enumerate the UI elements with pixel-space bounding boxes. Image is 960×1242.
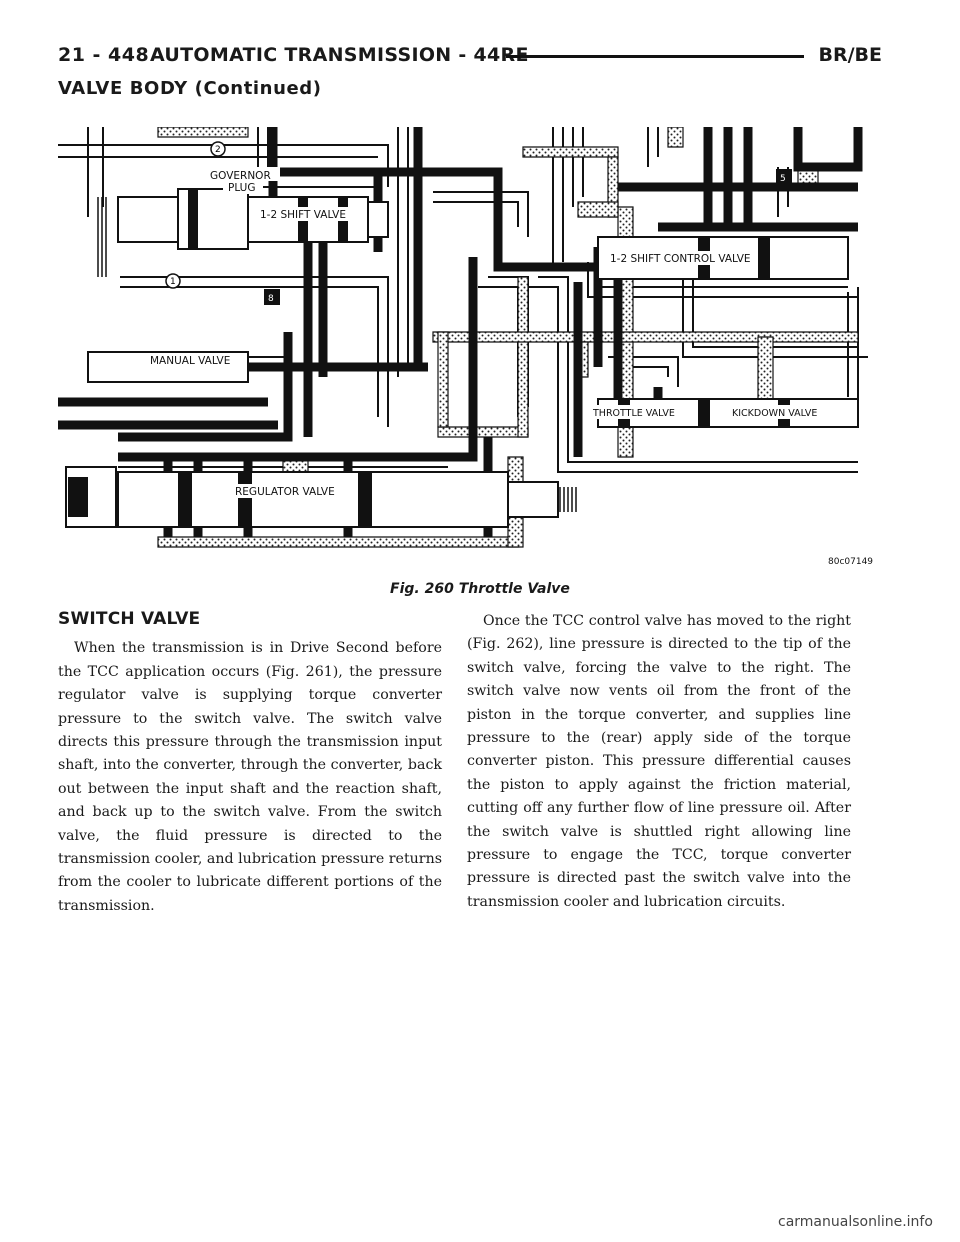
right-paragraph: Once the TCC control valve has moved to … xyxy=(467,613,851,910)
header-title: AUTOMATIC TRANSMISSION - 44RE xyxy=(150,44,529,66)
label-governor-line2: PLUG xyxy=(228,182,255,194)
marker-8: 8 xyxy=(268,294,274,304)
page-number: 21 - 448 xyxy=(58,44,150,66)
watermark-link[interactable]: carmanualsonline.info xyxy=(778,1214,933,1230)
left-paragraph: When the transmission is in Drive Second… xyxy=(58,640,442,914)
section-heading: SWITCH VALVE xyxy=(58,609,201,629)
left-column: SWITCH VALVE When the transmission is in… xyxy=(58,608,442,918)
diagram-labels: GOVERNOR PLUG 1-2 SHIFT VALVE 1-2 SHIFT … xyxy=(148,167,873,567)
marker-2: 2 xyxy=(215,145,221,155)
header-rule xyxy=(506,55,804,58)
spring-coils xyxy=(97,197,577,512)
label-governor-line1: GOVERNOR xyxy=(210,170,271,182)
label-kickdown-valve: KICKDOWN VALVE xyxy=(732,408,817,419)
label-regulator-valve: REGULATOR VALVE xyxy=(235,486,335,498)
section-continued-title: VALVE BODY (Continued) xyxy=(58,78,322,99)
label-manual-valve: MANUAL VALVE xyxy=(150,355,230,367)
marker-5: 5 xyxy=(780,174,786,184)
figure-code: 80c07149 xyxy=(828,557,873,567)
label-throttle-valve: THROTTLE VALVE xyxy=(592,408,675,419)
right-column: Once the TCC control valve has moved to … xyxy=(467,610,851,914)
figure-caption: Fig. 260 Throttle Valve xyxy=(390,581,570,597)
throttle-valve-diagram: GOVERNOR PLUG 1-2 SHIFT VALVE 1-2 SHIFT … xyxy=(58,126,878,569)
page-header: 21 - 448 AUTOMATIC TRANSMISSION - 44RE B… xyxy=(58,44,882,74)
circle-markers: 2 1 5 8 xyxy=(165,141,792,305)
label-12-shift-control-valve: 1-2 SHIFT CONTROL VALVE xyxy=(610,253,751,265)
marker-1: 1 xyxy=(170,277,176,287)
label-12-shift-valve: 1-2 SHIFT VALVE xyxy=(260,209,346,221)
header-model: BR/BE xyxy=(818,44,882,66)
